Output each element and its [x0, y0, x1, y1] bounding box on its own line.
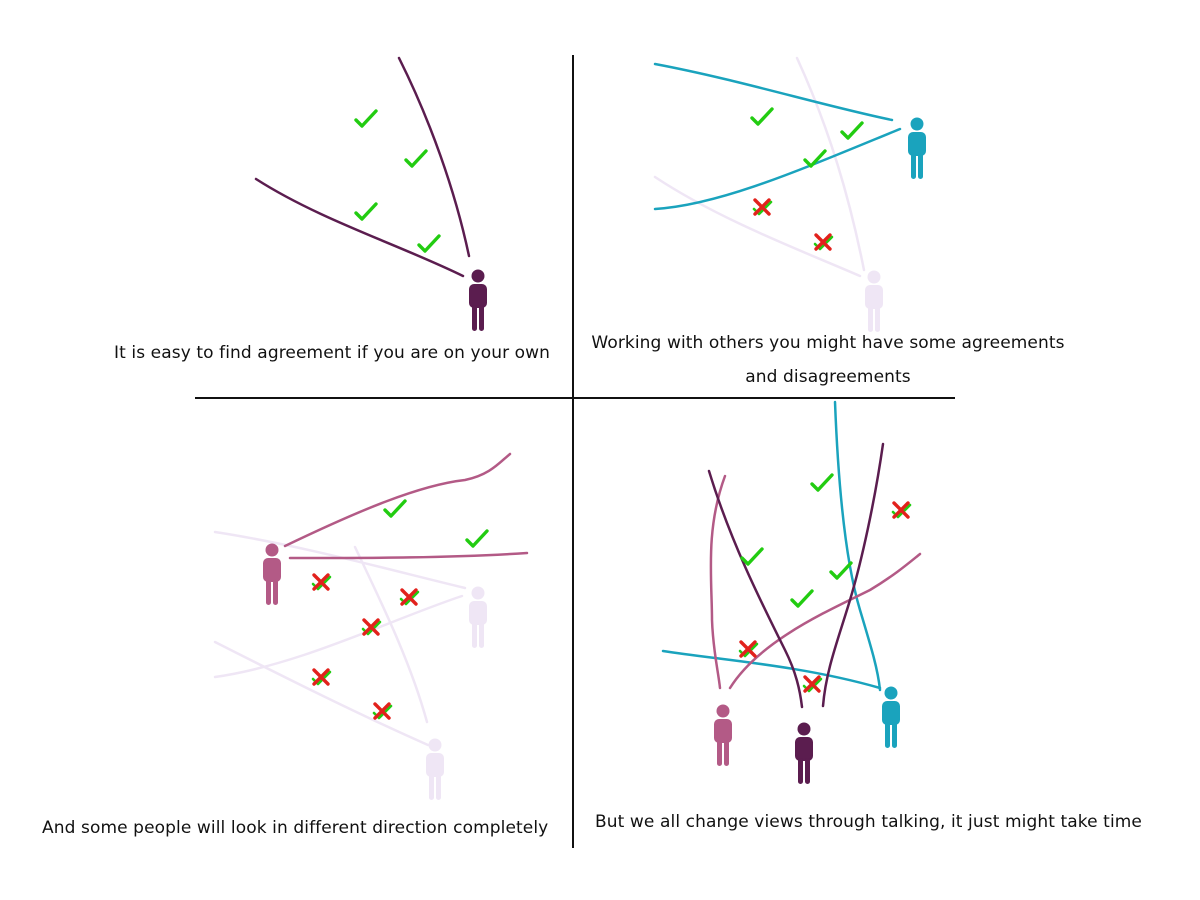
cross-icon [372, 702, 393, 720]
quadrant-dividers [195, 55, 955, 848]
check-icon [829, 561, 853, 580]
check-icon [790, 589, 814, 608]
check-icon [354, 202, 378, 221]
cross-icon [802, 675, 823, 693]
person-icon [469, 586, 487, 648]
check-icon [803, 149, 827, 168]
view-line-pale [653, 175, 862, 278]
view-line-pale [353, 545, 429, 724]
view-line [833, 400, 882, 692]
view-line [728, 552, 922, 690]
cross-icon [738, 640, 759, 658]
view-line [283, 452, 512, 548]
view-line [661, 649, 882, 690]
caption-top-right-line1: Working with others you might have some … [591, 333, 1065, 353]
check-icon [750, 107, 774, 126]
cross-icon [311, 573, 332, 591]
person-icon [426, 738, 444, 800]
check-icon [465, 529, 489, 548]
view-line [288, 551, 529, 560]
person-icon [795, 722, 813, 784]
person-icon [882, 686, 900, 748]
panel-top-left [254, 56, 487, 331]
view-line [397, 56, 471, 258]
cross-icon [752, 198, 773, 216]
caption-top-right-line2: and disagreements [745, 367, 911, 387]
view-line [709, 474, 727, 690]
view-line [707, 469, 804, 709]
check-icon [740, 547, 764, 566]
check-icon [840, 121, 864, 140]
check-icon [383, 499, 407, 518]
view-line [821, 442, 885, 708]
view-line [653, 127, 902, 211]
panel-bottom-left [213, 452, 529, 800]
cross-icon [813, 233, 834, 251]
cross-icon [311, 668, 332, 686]
view-line-pale [213, 640, 430, 747]
panel-bottom-right [661, 400, 922, 784]
person-icon [908, 117, 926, 179]
check-icon [404, 149, 428, 168]
person-icon [263, 543, 281, 605]
person-icon [865, 270, 883, 332]
panel-top-right [653, 56, 926, 332]
view-line-pale [213, 530, 467, 590]
person-icon [714, 704, 732, 766]
caption-top-left: It is easy to find agreement if you are … [114, 343, 551, 363]
view-line [254, 177, 465, 278]
check-icon [354, 109, 378, 128]
cross-icon [399, 588, 420, 606]
caption-bottom-right: But we all change views through talking,… [595, 812, 1142, 832]
person-icon [469, 269, 487, 331]
view-line [653, 62, 894, 122]
check-icon [417, 234, 441, 253]
cross-icon [891, 501, 912, 519]
caption-bottom-left: And some people will look in different d… [42, 818, 549, 838]
check-icon [810, 473, 834, 492]
view-line-pale [795, 56, 866, 272]
view-line-pale [213, 594, 464, 679]
